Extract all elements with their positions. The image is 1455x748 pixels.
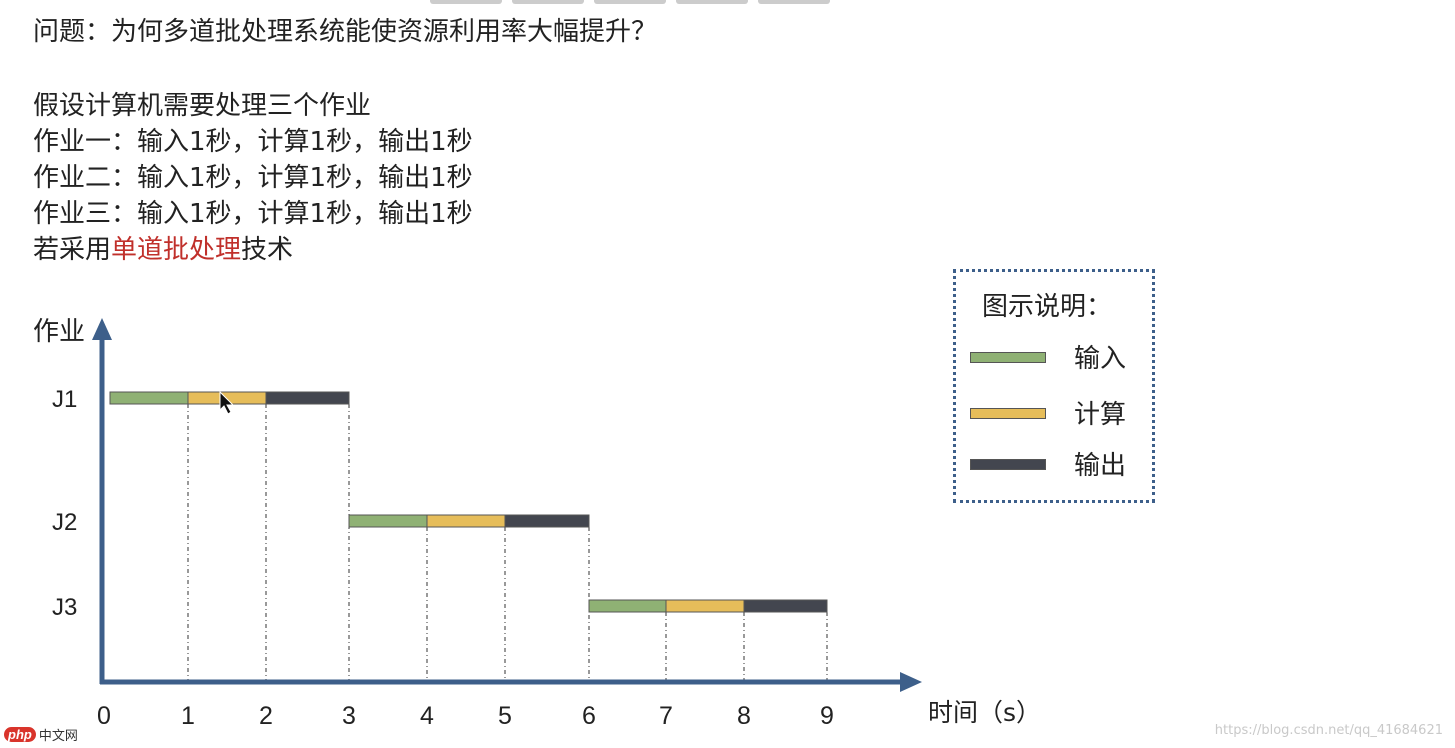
technique-highlight: 单道批处理 <box>111 235 242 265</box>
top-tab[interactable] <box>430 0 502 4</box>
job-label: J3 <box>52 594 77 621</box>
y-axis-title: 作业 <box>33 317 85 347</box>
top-tab[interactable] <box>512 0 584 4</box>
x-tick-label: 2 <box>259 702 273 730</box>
x-axis-arrow <box>900 672 922 692</box>
watermark-url: https://blog.csdn.net/qq_41684621 <box>1214 723 1443 738</box>
technique-suffix: 技术 <box>241 235 294 265</box>
x-tick-label: 8 <box>737 702 751 730</box>
gantt-bar-j1 <box>109 391 189 405</box>
job-label: J2 <box>52 509 77 536</box>
top-tab[interactable] <box>594 0 666 4</box>
assumption-text: 假设计算机需要处理三个作业 <box>33 91 372 121</box>
x-tick-label: 1 <box>181 702 195 730</box>
job-label: J1 <box>52 386 77 413</box>
top-tab-strip <box>430 0 830 4</box>
legend-item-output: 输出 <box>970 449 1150 483</box>
x-tick-label: 4 <box>420 702 434 730</box>
x-tick-label: 3 <box>342 702 356 730</box>
x-tick-label: 6 <box>582 702 596 730</box>
legend-label-compute: 计算 <box>1074 400 1127 430</box>
gantt-bar-j3 <box>743 599 828 613</box>
legend-item-input: 输入 <box>970 342 1150 376</box>
job-one-text: 作业一：输入1秒，计算1秒，输出1秒 <box>33 127 473 157</box>
legend-swatch-compute <box>970 408 1046 419</box>
gantt-bar-j2 <box>504 514 590 528</box>
technique-text: 若采用单道批处理技术 <box>33 232 293 268</box>
top-tab[interactable] <box>758 0 830 4</box>
x-tick-label: 5 <box>498 702 512 730</box>
x-tick-label: 0 <box>97 702 111 730</box>
top-tab[interactable] <box>676 0 748 4</box>
legend-label-output: 输出 <box>1074 451 1127 481</box>
question-text: 问题：为何多道批处理系统能使资源利用率大幅提升？ <box>33 17 658 47</box>
legend-title: 图示说明： <box>982 292 1113 322</box>
x-tick-label: 9 <box>820 702 834 730</box>
legend-swatch-input <box>970 352 1046 363</box>
x-tick-label: 7 <box>659 702 673 730</box>
legend-label-input: 输入 <box>1074 344 1127 374</box>
y-axis-arrow <box>92 318 112 340</box>
legend-swatch-output <box>970 459 1046 470</box>
gantt-bar-j2 <box>348 514 428 528</box>
technique-prefix: 若采用 <box>33 235 112 265</box>
job-three-text: 作业三：输入1秒，计算1秒，输出1秒 <box>33 199 473 229</box>
logo-cn: 中文网 <box>38 729 78 744</box>
gantt-bar-j1 <box>265 391 350 405</box>
legend-item-compute: 计算 <box>970 398 1150 432</box>
x-axis-title: 时间（s） <box>928 698 1041 727</box>
gantt-bar-j2 <box>426 514 506 528</box>
gantt-bar-j3 <box>588 599 667 613</box>
gantt-bar-j3 <box>665 599 745 613</box>
legend-box: 图示说明： 输入 计算 输出 <box>953 269 1155 503</box>
logo-php: php <box>4 727 36 742</box>
site-logo: php 中文网 <box>4 725 78 744</box>
job-two-text: 作业二：输入1秒，计算1秒，输出1秒 <box>33 163 473 193</box>
mouse-cursor-icon <box>219 390 235 415</box>
